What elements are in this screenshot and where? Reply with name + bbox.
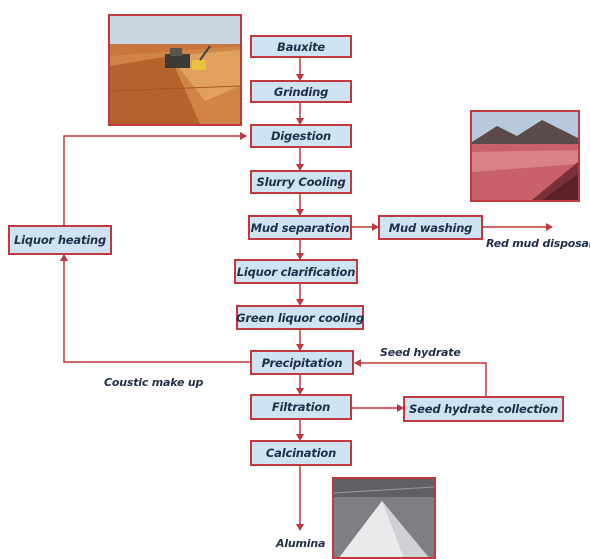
label-red-mud-disposal: Red mud disposal <box>486 237 590 250</box>
step-seed-hydrate-collection-label: Seed hydrate collection <box>409 402 558 416</box>
label-caustic-make-up: Coustic make up <box>104 376 204 389</box>
step-green-liquor-cooling: Green liquor cooling <box>236 305 364 330</box>
step-slurry-cooling-label: Slurry Cooling <box>256 175 346 189</box>
step-seed-hydrate-collection: Seed hydrate collection <box>403 396 564 422</box>
step-mud-separation-label: Mud separation <box>250 220 350 235</box>
step-green-liquor-cooling-label: Green liquor cooling <box>236 310 364 325</box>
alumina-powder-photo <box>332 477 436 559</box>
step-digestion: Digestion <box>250 124 352 148</box>
label-seed-hydrate: Seed hydrate <box>380 346 461 359</box>
step-grinding-label: Grinding <box>273 84 329 99</box>
step-filtration-label: Filtration <box>271 400 331 414</box>
step-mud-washing: Mud washing <box>378 215 483 240</box>
step-liquor-clarification-label: Liquor clarification <box>236 264 356 279</box>
step-precipitation-label: Precipitation <box>261 355 343 370</box>
step-calcination: Calcination <box>250 440 352 466</box>
step-mud-washing-label: Mud washing <box>388 220 473 235</box>
red-mud-lake-illustration <box>472 112 578 200</box>
step-bauxite: Bauxite <box>250 35 352 58</box>
bauxite-mine-illustration <box>110 16 240 124</box>
step-liquor-heating-label: Liquor heating <box>13 233 107 247</box>
alumina-powder-illustration <box>334 479 434 557</box>
step-slurry-cooling: Slurry Cooling <box>250 170 352 194</box>
bauxite-mine-photo <box>108 14 242 126</box>
step-digestion-label: Digestion <box>270 129 332 143</box>
step-grinding: Grinding <box>250 80 352 103</box>
step-calcination-label: Calcination <box>265 446 337 460</box>
label-alumina: Alumina <box>276 537 326 550</box>
step-liquor-heating: Liquor heating <box>8 225 112 255</box>
step-bauxite-label: Bauxite <box>277 39 325 54</box>
step-mud-separation: Mud separation <box>248 215 352 240</box>
step-liquor-clarification: Liquor clarification <box>234 259 358 284</box>
step-filtration: Filtration <box>250 394 352 420</box>
step-precipitation: Precipitation <box>250 350 354 375</box>
red-mud-lake-photo <box>470 110 580 202</box>
